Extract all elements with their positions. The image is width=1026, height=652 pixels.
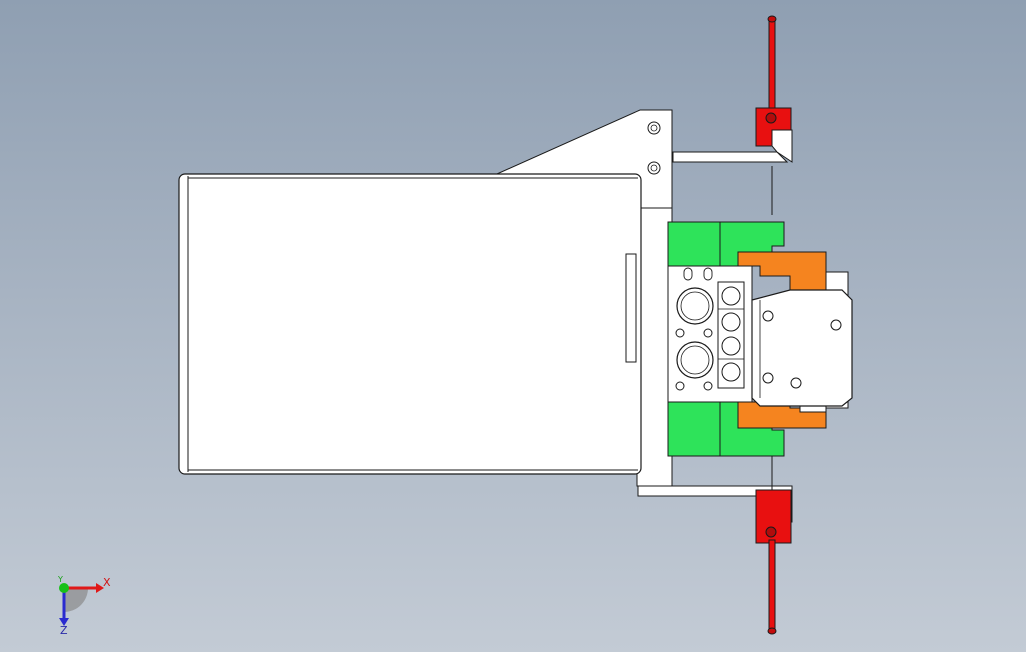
triad-z-label: Z bbox=[60, 624, 68, 637]
valve-block[interactable] bbox=[667, 265, 753, 403]
sensor-screw-2 bbox=[762, 372, 774, 384]
triad-y-axis bbox=[59, 583, 69, 593]
plate-screw-top-2-inner bbox=[650, 164, 658, 172]
top-rod bbox=[768, 17, 776, 111]
port-small-2 bbox=[703, 328, 713, 338]
sensor-screw-1 bbox=[762, 310, 774, 322]
motor-housing bbox=[178, 173, 642, 475]
sensor-screw-4 bbox=[790, 377, 802, 389]
sensor-screw-3 bbox=[830, 319, 842, 331]
top-bracket-corner bbox=[771, 129, 793, 163]
valve-slot-1 bbox=[683, 267, 693, 281]
triad-x-label: X bbox=[103, 576, 111, 589]
fitting-1 bbox=[721, 286, 741, 306]
bottom-rod-cap bbox=[767, 627, 777, 635]
port-large-top-inner bbox=[680, 291, 710, 321]
sensor-plate bbox=[751, 289, 853, 407]
top-bracket-arm bbox=[672, 151, 789, 163]
port-small-1 bbox=[675, 328, 685, 338]
vertical-plate bbox=[636, 207, 673, 487]
plate-screw-top-1 bbox=[647, 121, 661, 135]
triad-view-cube bbox=[64, 588, 88, 612]
motor-flange-lip bbox=[625, 253, 637, 363]
port-large-bottom-inner bbox=[680, 345, 710, 375]
fitting-3 bbox=[721, 336, 741, 356]
port-large-bottom bbox=[676, 341, 714, 379]
port-small-3 bbox=[675, 381, 685, 391]
plate-screw-top-1-inner bbox=[650, 124, 658, 132]
bottom-rod bbox=[768, 539, 776, 633]
top-rod-assembly[interactable] bbox=[672, 15, 793, 215]
port-large-top bbox=[676, 287, 714, 325]
fitting-4 bbox=[721, 362, 741, 382]
sensor-plate-assembly[interactable] bbox=[751, 271, 853, 413]
top-block-screw bbox=[765, 112, 777, 124]
motor-body[interactable] bbox=[178, 173, 642, 475]
bottom-rod-assembly[interactable] bbox=[637, 435, 793, 635]
triad-y-label: Y bbox=[57, 575, 63, 584]
mounting-plate[interactable] bbox=[487, 109, 673, 487]
fitting-2 bbox=[721, 312, 741, 332]
valve-slot-2 bbox=[703, 267, 713, 281]
port-small-4 bbox=[703, 381, 713, 391]
triad-x-arrow bbox=[96, 583, 104, 593]
plate-screw-top-2 bbox=[647, 161, 661, 175]
bottom-block-screw bbox=[765, 526, 777, 538]
top-rod-cap bbox=[767, 15, 777, 23]
coordinate-triad-icon[interactable]: X Y Z bbox=[57, 575, 111, 637]
triad-z-arrow bbox=[59, 618, 69, 626]
